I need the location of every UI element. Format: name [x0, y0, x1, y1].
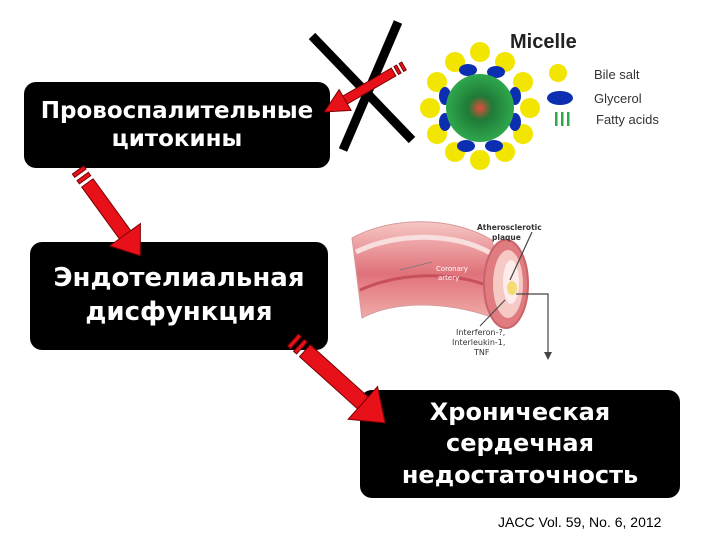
artery-plaque-label-1: Atherosclerotic	[477, 223, 542, 232]
fatty-acids-legend-icon	[555, 112, 570, 126]
artery-plaque-label-2: plaque	[492, 233, 521, 242]
arrow-endothelial-to-heart-failure	[286, 333, 386, 424]
artery-cytokine-label-1: Interferon-?,	[456, 328, 505, 337]
arrow-cytokines-to-endothelial	[71, 165, 141, 257]
arrow-micelle-to-cytokines	[323, 61, 407, 113]
bile-salt-legend-icon	[549, 64, 567, 82]
endothelial-line2: дисфункция	[85, 297, 273, 327]
legend-bile-salt: Bile salt	[594, 67, 640, 82]
glycerol-legend-icon	[547, 91, 573, 105]
artery-cytokine-label-3: TNF	[473, 348, 490, 357]
cytokines-line1: Провоспалительные	[40, 97, 314, 124]
artery-illustration	[351, 221, 552, 360]
legend-glycerol: Glycerol	[594, 91, 642, 106]
artery-coronary-label-2: artery	[438, 274, 459, 282]
cytokines-box: Провоспалительные цитокины	[24, 82, 330, 168]
micelle-legend: Bile salt Glycerol Fatty acids	[547, 64, 659, 127]
cytokines-line2: цитокины	[111, 126, 243, 152]
endothelial-dysfunction-box: Эндотелиальная дисфункция	[30, 242, 328, 350]
artery-cytokine-label-2: Interleukin-1,	[452, 338, 505, 347]
micelle-illustration	[420, 42, 540, 170]
heart-failure-line3: недостаточность	[401, 460, 639, 489]
citation: JACC Vol. 59, No. 6, 2012	[498, 514, 662, 530]
legend-fatty-acids: Fatty acids	[596, 112, 659, 127]
heart-failure-line2: сердечная	[445, 429, 594, 458]
heart-failure-line1: Хроническая	[429, 398, 611, 427]
micelle-title: Micelle	[510, 31, 577, 53]
endothelial-line1: Эндотелиальная	[53, 263, 305, 294]
micelle-core	[446, 74, 514, 142]
artery-coronary-label-1: Coronary	[436, 265, 468, 273]
heart-failure-box: Хроническая сердечная недостаточность	[360, 390, 680, 498]
